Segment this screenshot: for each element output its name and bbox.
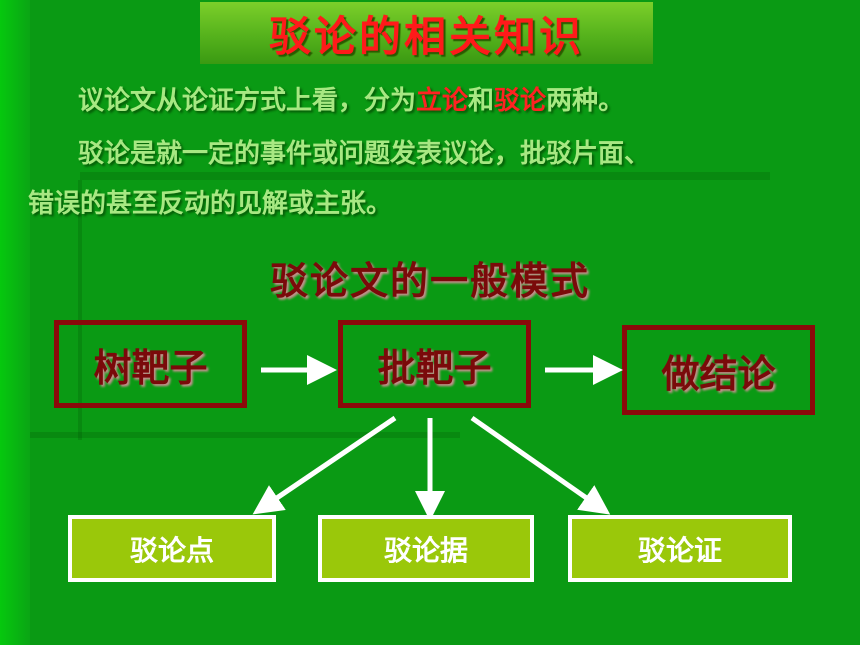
method-box-refute-reasoning: 驳论证 (568, 515, 792, 582)
left-edge-gradient (0, 0, 30, 645)
paragraph-1-text: 和 (468, 86, 495, 116)
paragraph-1-text: 议论文从论证方式上看，分为 (78, 86, 417, 116)
method-label: 驳论据 (383, 533, 468, 567)
step-box-conclusion: 做结论 (622, 325, 815, 415)
step-label: 树靶子 (93, 345, 208, 390)
step-label: 批靶子 (377, 345, 492, 390)
title-banner: 驳论的相关知识 (200, 2, 653, 64)
paragraph-1-text: 两种。 (546, 86, 625, 116)
background-band (30, 432, 460, 438)
step-box-attack-target: 批靶子 (338, 320, 531, 408)
method-box-refute-argument: 驳论点 (68, 515, 276, 582)
arrow-down-right-icon (470, 415, 611, 515)
term-bolun: 驳论 (494, 86, 547, 116)
paragraph-2-line-1: 驳论是就一定的事件或问题发表议论，批驳片面、 (78, 139, 651, 169)
method-label: 驳论点 (129, 533, 214, 567)
paragraph-1: 议论文从论证方式上看，分为立论和驳论两种。 (78, 80, 624, 117)
method-label: 驳论证 (637, 533, 722, 567)
paragraph-2-line-2: 错误的甚至反动的见解或主张。 (28, 189, 393, 219)
step-label: 做结论 (661, 351, 776, 396)
term-lilun: 立论 (416, 86, 469, 116)
method-box-refute-evidence: 驳论据 (318, 515, 534, 582)
step-box-set-target: 树靶子 (54, 320, 247, 408)
background-band (78, 180, 82, 440)
slide-title: 驳论的相关知识 (268, 11, 584, 61)
arrow-down-left-icon (252, 415, 397, 515)
pattern-subtitle: 驳论文的一般模式 (269, 259, 590, 303)
background-band (80, 172, 770, 180)
